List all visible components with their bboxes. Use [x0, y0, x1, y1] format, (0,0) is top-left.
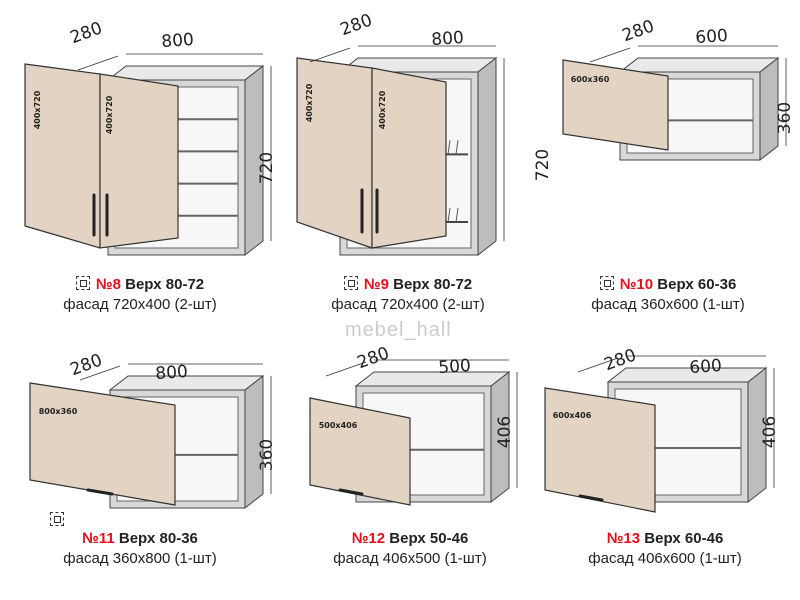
height-label: 360: [257, 439, 277, 471]
width-label: 600: [689, 356, 723, 378]
watermark: mebel_hall: [345, 319, 452, 341]
caption-cabinet-8: №8 Верх 80-72 фасад 720x400 (2-шт): [10, 276, 270, 313]
facade-spec: фасад 406x500 (1-шт): [333, 550, 487, 567]
cabinet-name: Верх 60-36: [657, 276, 737, 293]
cabinet-number: №13: [606, 530, 641, 547]
expand-icon[interactable]: [50, 512, 64, 526]
depth-label: 280: [338, 10, 375, 40]
door-handle: [578, 494, 604, 502]
width-label: 800: [431, 28, 465, 50]
expand-icon[interactable]: [343, 276, 358, 290]
expand-icon[interactable]: [599, 276, 614, 290]
carcass-top: [106, 65, 265, 81]
cabinet-name: Верх 80-72: [125, 276, 205, 293]
door-panel: [29, 382, 176, 506]
width-label: 800: [161, 30, 195, 52]
depth-dimension-line: [325, 361, 367, 377]
cabinet-9: 400x720 400x720 280 800 720: [296, 10, 553, 257]
caption-cabinet-9: №9 Верх 80-72 фасад 720x400 (2-шт): [278, 276, 538, 313]
cabinet-name: Верх 80-72: [393, 276, 473, 293]
width-label: 500: [438, 356, 472, 378]
door-panel: [309, 397, 411, 506]
height-label: 360: [775, 102, 795, 134]
door-size-label: 400x720: [33, 90, 42, 129]
door-handle: [86, 488, 114, 496]
facade-spec: фасад 360x600 (1-шт): [591, 296, 745, 313]
caption-cabinet-11: №11 Верх 80-36 фасад 360x800 (1-шт): [10, 530, 270, 567]
door-handle: [338, 488, 364, 496]
width-label: 600: [695, 26, 729, 48]
facade-spec: фасад 406x600 (1-шт): [588, 550, 742, 567]
depth-dimension-line: [577, 357, 619, 373]
height-label: 406: [495, 416, 515, 448]
facade-spec: фасад 720x400 (2-шт): [331, 296, 485, 313]
door-size-label: 600x360: [571, 75, 610, 84]
depth-dimension-line: [77, 55, 119, 71]
carcass-top: [606, 367, 768, 383]
door-size-label: 400x720: [105, 95, 114, 134]
door-panel: [99, 73, 179, 249]
depth-dimension-line: [79, 365, 121, 381]
caption-cabinet-12: №12 Верх 50-46 фасад 406x500 (1-шт): [280, 530, 540, 567]
caption-cabinet-10: №10 Верх 60-36 фасад 360x600 (1-шт): [538, 276, 798, 313]
cabinet-number: №12: [351, 530, 386, 547]
facade-spec: фасад 360x800 (1-шт): [63, 550, 217, 567]
height-label: 720: [257, 152, 277, 184]
height-label: 720: [533, 149, 553, 181]
dish-rack-wire: [455, 140, 459, 155]
door-size-label: 500x406: [319, 421, 358, 430]
door-panel: [371, 67, 447, 249]
door-panel: [562, 59, 669, 151]
depth-dimension-line: [309, 47, 351, 63]
cabinet-number: №8: [95, 276, 121, 293]
cabinet-name: Верх 60-46: [644, 530, 724, 547]
door-size-label: 400x720: [305, 83, 314, 122]
cabinet-11: 800x360 280 800 360: [29, 350, 277, 510]
carcass-side: [477, 56, 497, 257]
door-size-label: 400x720: [378, 90, 387, 129]
door-panel: [544, 387, 656, 513]
dish-rack-wire: [447, 140, 451, 155]
carcass-top: [354, 371, 511, 387]
depth-label: 280: [355, 343, 392, 373]
cabinet-12: 500x406 280 500 406: [309, 343, 518, 506]
cabinet-name: Верх 80-36: [118, 530, 198, 547]
depth-label: 280: [620, 16, 657, 46]
door-size-label: 800x360: [39, 407, 78, 416]
width-label: 800: [155, 362, 189, 384]
depth-label: 280: [68, 350, 105, 380]
cabinet-10: 600x360 280 600 360: [562, 16, 795, 162]
cabinet-number: №9: [363, 276, 389, 293]
caption-cabinet-13: №13 Верх 60-46 фасад 406x600 (1-шт): [535, 530, 795, 567]
height-label: 406: [760, 416, 780, 448]
depth-dimension-line: [589, 47, 631, 63]
cabinet-number: №11: [82, 530, 115, 547]
depth-label: 280: [68, 18, 105, 48]
door-size-label: 600x406: [553, 411, 592, 420]
carcass-top: [618, 57, 780, 73]
facade-spec: фасад 720x400 (2-шт): [63, 296, 217, 313]
cabinet-8: 400x720 400x720 280 800 720: [24, 18, 277, 257]
cabinet-name: Верх 50-46: [389, 530, 469, 547]
dish-rack-wire: [455, 207, 459, 223]
dish-rack-wire: [447, 207, 451, 223]
expand-icon[interactable]: [75, 276, 90, 290]
cabinet-number: №10: [619, 276, 654, 293]
